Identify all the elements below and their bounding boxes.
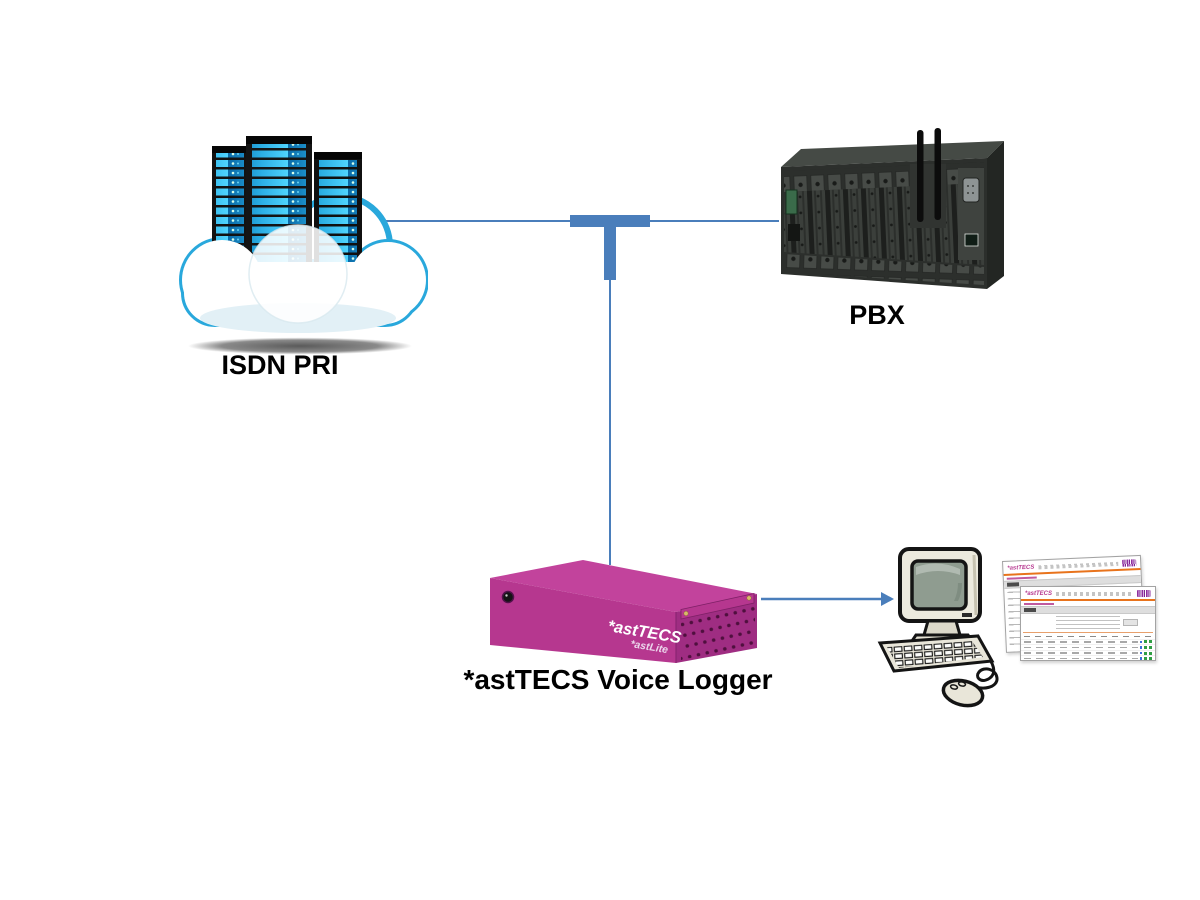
logger-front-face — [490, 578, 676, 663]
table-row — [1021, 656, 1155, 660]
cloud-foreground — [182, 224, 426, 333]
toolbar-button — [1024, 608, 1036, 612]
mouse-cable — [967, 652, 999, 690]
cloud-servers-illustration — [179, 136, 428, 355]
users-graphic-icon — [1122, 559, 1137, 567]
table-header-row — [1021, 634, 1155, 640]
report-menu-icons — [1038, 561, 1119, 569]
report-menu-icons — [1056, 591, 1133, 596]
voice-logger-label: *astTECS Voice Logger — [463, 664, 773, 695]
orange-divider — [1021, 599, 1155, 601]
report-toolbar — [1021, 606, 1155, 614]
pbx-antennas-icon — [917, 128, 941, 222]
keyboard-icon — [877, 634, 995, 673]
mouse-icon — [941, 678, 985, 708]
pbx-label: PBX — [849, 300, 905, 330]
pbx-illustration — [781, 128, 1004, 289]
t-junction-icon — [570, 215, 650, 280]
users-graphic-icon — [1137, 590, 1151, 597]
pbx-right-module — [958, 168, 984, 260]
monitor-icon — [898, 547, 982, 623]
pbx-card-slots — [784, 183, 984, 265]
table-row — [1021, 651, 1155, 657]
logger-handle-strip — [680, 593, 755, 620]
table-row — [1021, 645, 1155, 651]
arrow-logger-workstation — [761, 592, 894, 606]
pbx-bottom-screw-row — [784, 254, 984, 285]
logger-power-led — [501, 590, 515, 604]
isdn-pri-label: ISDN PRI — [221, 350, 339, 380]
logger-top-face — [490, 560, 757, 612]
cloud-shadow — [188, 337, 412, 355]
table-divider — [1023, 632, 1153, 633]
report-header: *astTECS — [1021, 587, 1155, 599]
logger-side-vents — [681, 605, 755, 660]
pbx-left-module — [785, 189, 800, 241]
pbx-top-face — [781, 141, 1004, 167]
report-logo: *astTECS — [1025, 590, 1053, 597]
workstation-illustration — [877, 547, 999, 708]
report-page-front: *astTECS — [1020, 586, 1156, 661]
breadcrumb — [1024, 603, 1054, 605]
search-form — [1056, 616, 1138, 631]
pbx-side-face — [987, 141, 1004, 289]
voice-logger-illustration: *astTECS *astLite — [490, 560, 757, 663]
table-row — [1021, 640, 1155, 646]
